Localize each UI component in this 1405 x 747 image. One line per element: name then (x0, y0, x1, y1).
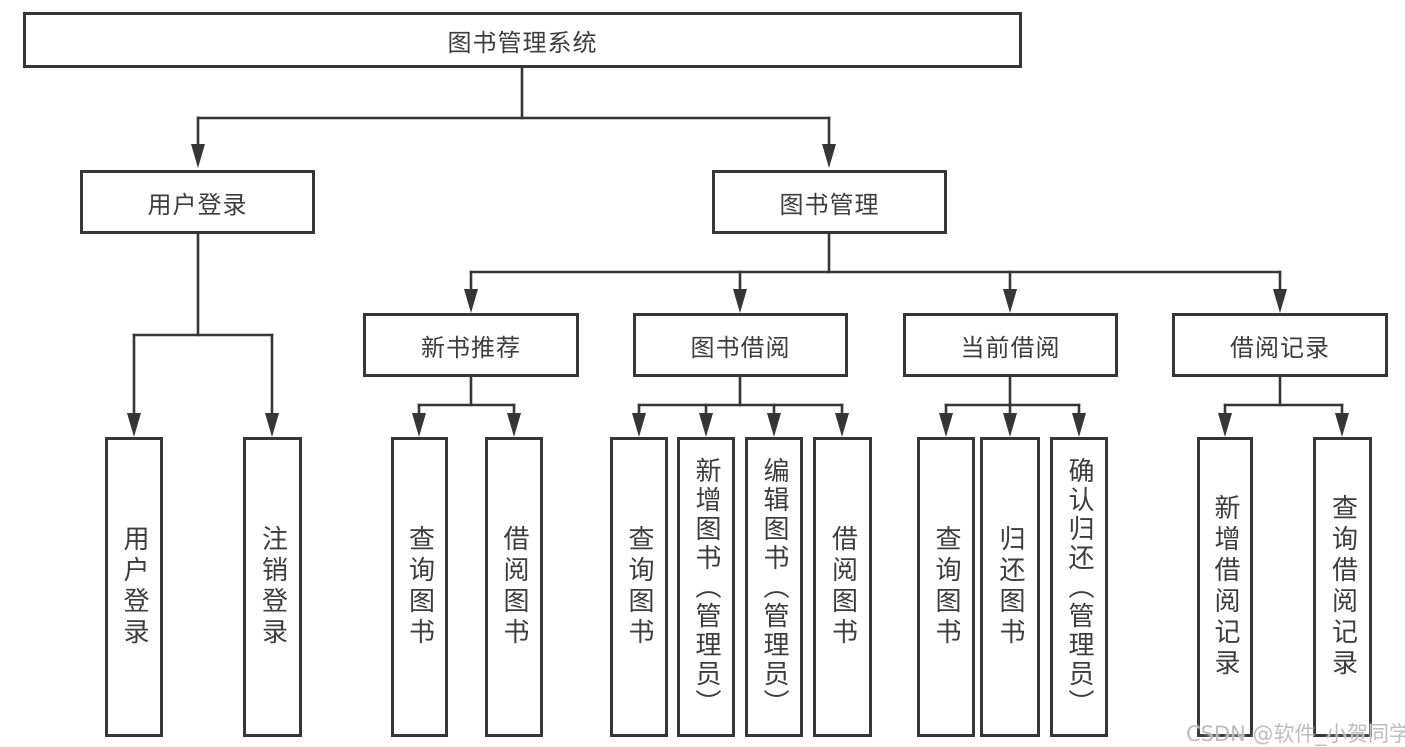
leaf-user-login: 用户登录 (105, 437, 163, 737)
node-label: 新书推荐 (421, 333, 521, 362)
node-label: 当前借阅 (960, 333, 1061, 362)
node-label: 借阅图书 (827, 525, 858, 649)
node-new-book-recommendation: 新书推荐 (363, 313, 579, 377)
node-label: 图书管理系统 (447, 28, 598, 57)
node-label: 查询图书 (624, 525, 654, 649)
leaf-add-books-admin: 新增图书（管理员） (677, 437, 735, 737)
leaf-query-books-borrowing: 查询图书 (610, 437, 668, 737)
node-label: 归还图书 (995, 525, 1025, 649)
node-label: 新增图书（管理员） (691, 456, 721, 718)
node-label: 查询图书 (931, 525, 961, 649)
node-label: 用户登录 (119, 525, 149, 649)
leaf-borrow-books-borrowing: 借阅图书 (813, 437, 872, 737)
leaf-query-books-current: 查询图书 (917, 437, 975, 737)
node-label: 借阅记录 (1230, 333, 1330, 362)
node-label: 确认归还（管理员） (1064, 456, 1094, 718)
node-book-management: 图书管理 (712, 170, 947, 234)
node-label: 图书管理 (779, 190, 880, 219)
node-book-borrowing: 图书借阅 (633, 313, 848, 377)
node-library-management-system: 图书管理系统 (23, 12, 1022, 68)
leaf-logout-login: 注销登录 (243, 437, 302, 737)
leaf-query-books-recommend: 查询图书 (391, 437, 448, 737)
node-user-login: 用户登录 (80, 170, 315, 234)
node-label: 查询借阅记录 (1327, 494, 1358, 680)
leaf-query-borrow-record: 查询借阅记录 (1313, 437, 1372, 737)
node-label: 注销登录 (257, 525, 288, 649)
leaf-return-books: 归还图书 (980, 437, 1040, 737)
leaf-add-borrow-record: 新增借阅记录 (1197, 437, 1253, 737)
node-label: 查询图书 (404, 525, 435, 649)
leaf-borrow-books-recommend: 借阅图书 (485, 437, 543, 737)
node-label: 用户登录 (147, 190, 248, 219)
csdn-watermark: CSDN @软件_小贺同学 (1186, 722, 1405, 746)
node-label: 借阅图书 (499, 525, 529, 649)
node-label: 新增借阅记录 (1210, 494, 1240, 680)
node-label: 编辑图书（管理员） (759, 456, 789, 718)
leaf-confirm-return-admin: 确认归还（管理员） (1050, 437, 1108, 737)
node-label: 图书借阅 (690, 333, 791, 362)
node-current-borrowing: 当前借阅 (903, 313, 1118, 377)
leaf-edit-books-admin: 编辑图书（管理员） (745, 437, 803, 737)
node-borrowing-records: 借阅记录 (1172, 313, 1388, 377)
